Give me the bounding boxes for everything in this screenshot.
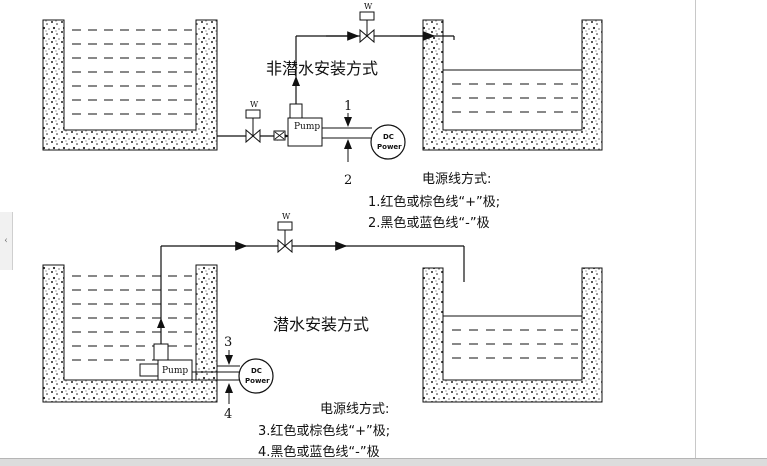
callout-3: 3 (224, 335, 233, 365)
water-lines-target-top (452, 83, 578, 113)
valve-discharge-bottom: W (277, 212, 293, 254)
page-edge-line (695, 0, 696, 465)
bottom-scrollbar[interactable] (0, 458, 767, 466)
dc-power-top: DC Power (322, 124, 406, 160)
svg-text:2: 2 (344, 173, 352, 188)
wiring-heading-bottom: 电源线方式: (320, 401, 389, 417)
wiring-line1-top: 1.红色或棕色线“+”极; (368, 194, 500, 210)
wiring-line2-top: 2.黑色或蓝色线“-”极 (368, 215, 490, 231)
svg-text:W: W (282, 212, 291, 221)
side-collapse-tab[interactable]: ‹ (0, 212, 13, 270)
svg-text:Power: Power (377, 143, 402, 151)
tank-target-top (422, 19, 603, 151)
flow-arrow-up-top (292, 76, 300, 86)
title-non-submersible: 非潜水安装方式 (266, 59, 378, 78)
svg-text:DC: DC (383, 133, 394, 141)
valve-w-label: W (250, 100, 259, 109)
callout-4: 4 (224, 383, 233, 422)
svg-text:4: 4 (224, 407, 232, 422)
water-lines-source-bottom (72, 275, 192, 361)
title-submersible: 潜水安装方式 (273, 315, 369, 334)
wiring-line2-bottom: 4.黑色或蓝色线“-”极 (258, 444, 380, 460)
svg-text:3: 3 (224, 335, 232, 350)
tank-source-top (42, 19, 218, 151)
water-lines-source-top (72, 29, 192, 115)
water-lines-target-bottom (452, 329, 578, 359)
wiring-heading-top: 电源线方式: (422, 171, 491, 187)
wiring-line1-bottom: 3.红色或棕色线“+”极; (258, 423, 390, 439)
dc-power-bottom: DC Power (192, 358, 274, 394)
flow-arrow-up-bottom (157, 318, 165, 328)
svg-text:Pump: Pump (162, 366, 188, 376)
callout-2: 2 (344, 139, 352, 188)
svg-text:W: W (364, 2, 373, 11)
discharge-pipe-top (295, 31, 455, 104)
pump-label-top: Pump (294, 122, 320, 132)
svg-text:Power: Power (245, 377, 270, 385)
valve-discharge-top: W (359, 2, 375, 44)
svg-text:1: 1 (344, 99, 352, 114)
tank-target-bottom (422, 267, 603, 403)
valve-suction-top: W (245, 100, 261, 144)
pump-top: Pump (287, 103, 323, 147)
svg-text:DC: DC (251, 367, 262, 375)
pump-bottom: Pump (139, 343, 193, 381)
tank-source-bottom (42, 264, 218, 403)
callout-1: 1 (344, 99, 352, 127)
